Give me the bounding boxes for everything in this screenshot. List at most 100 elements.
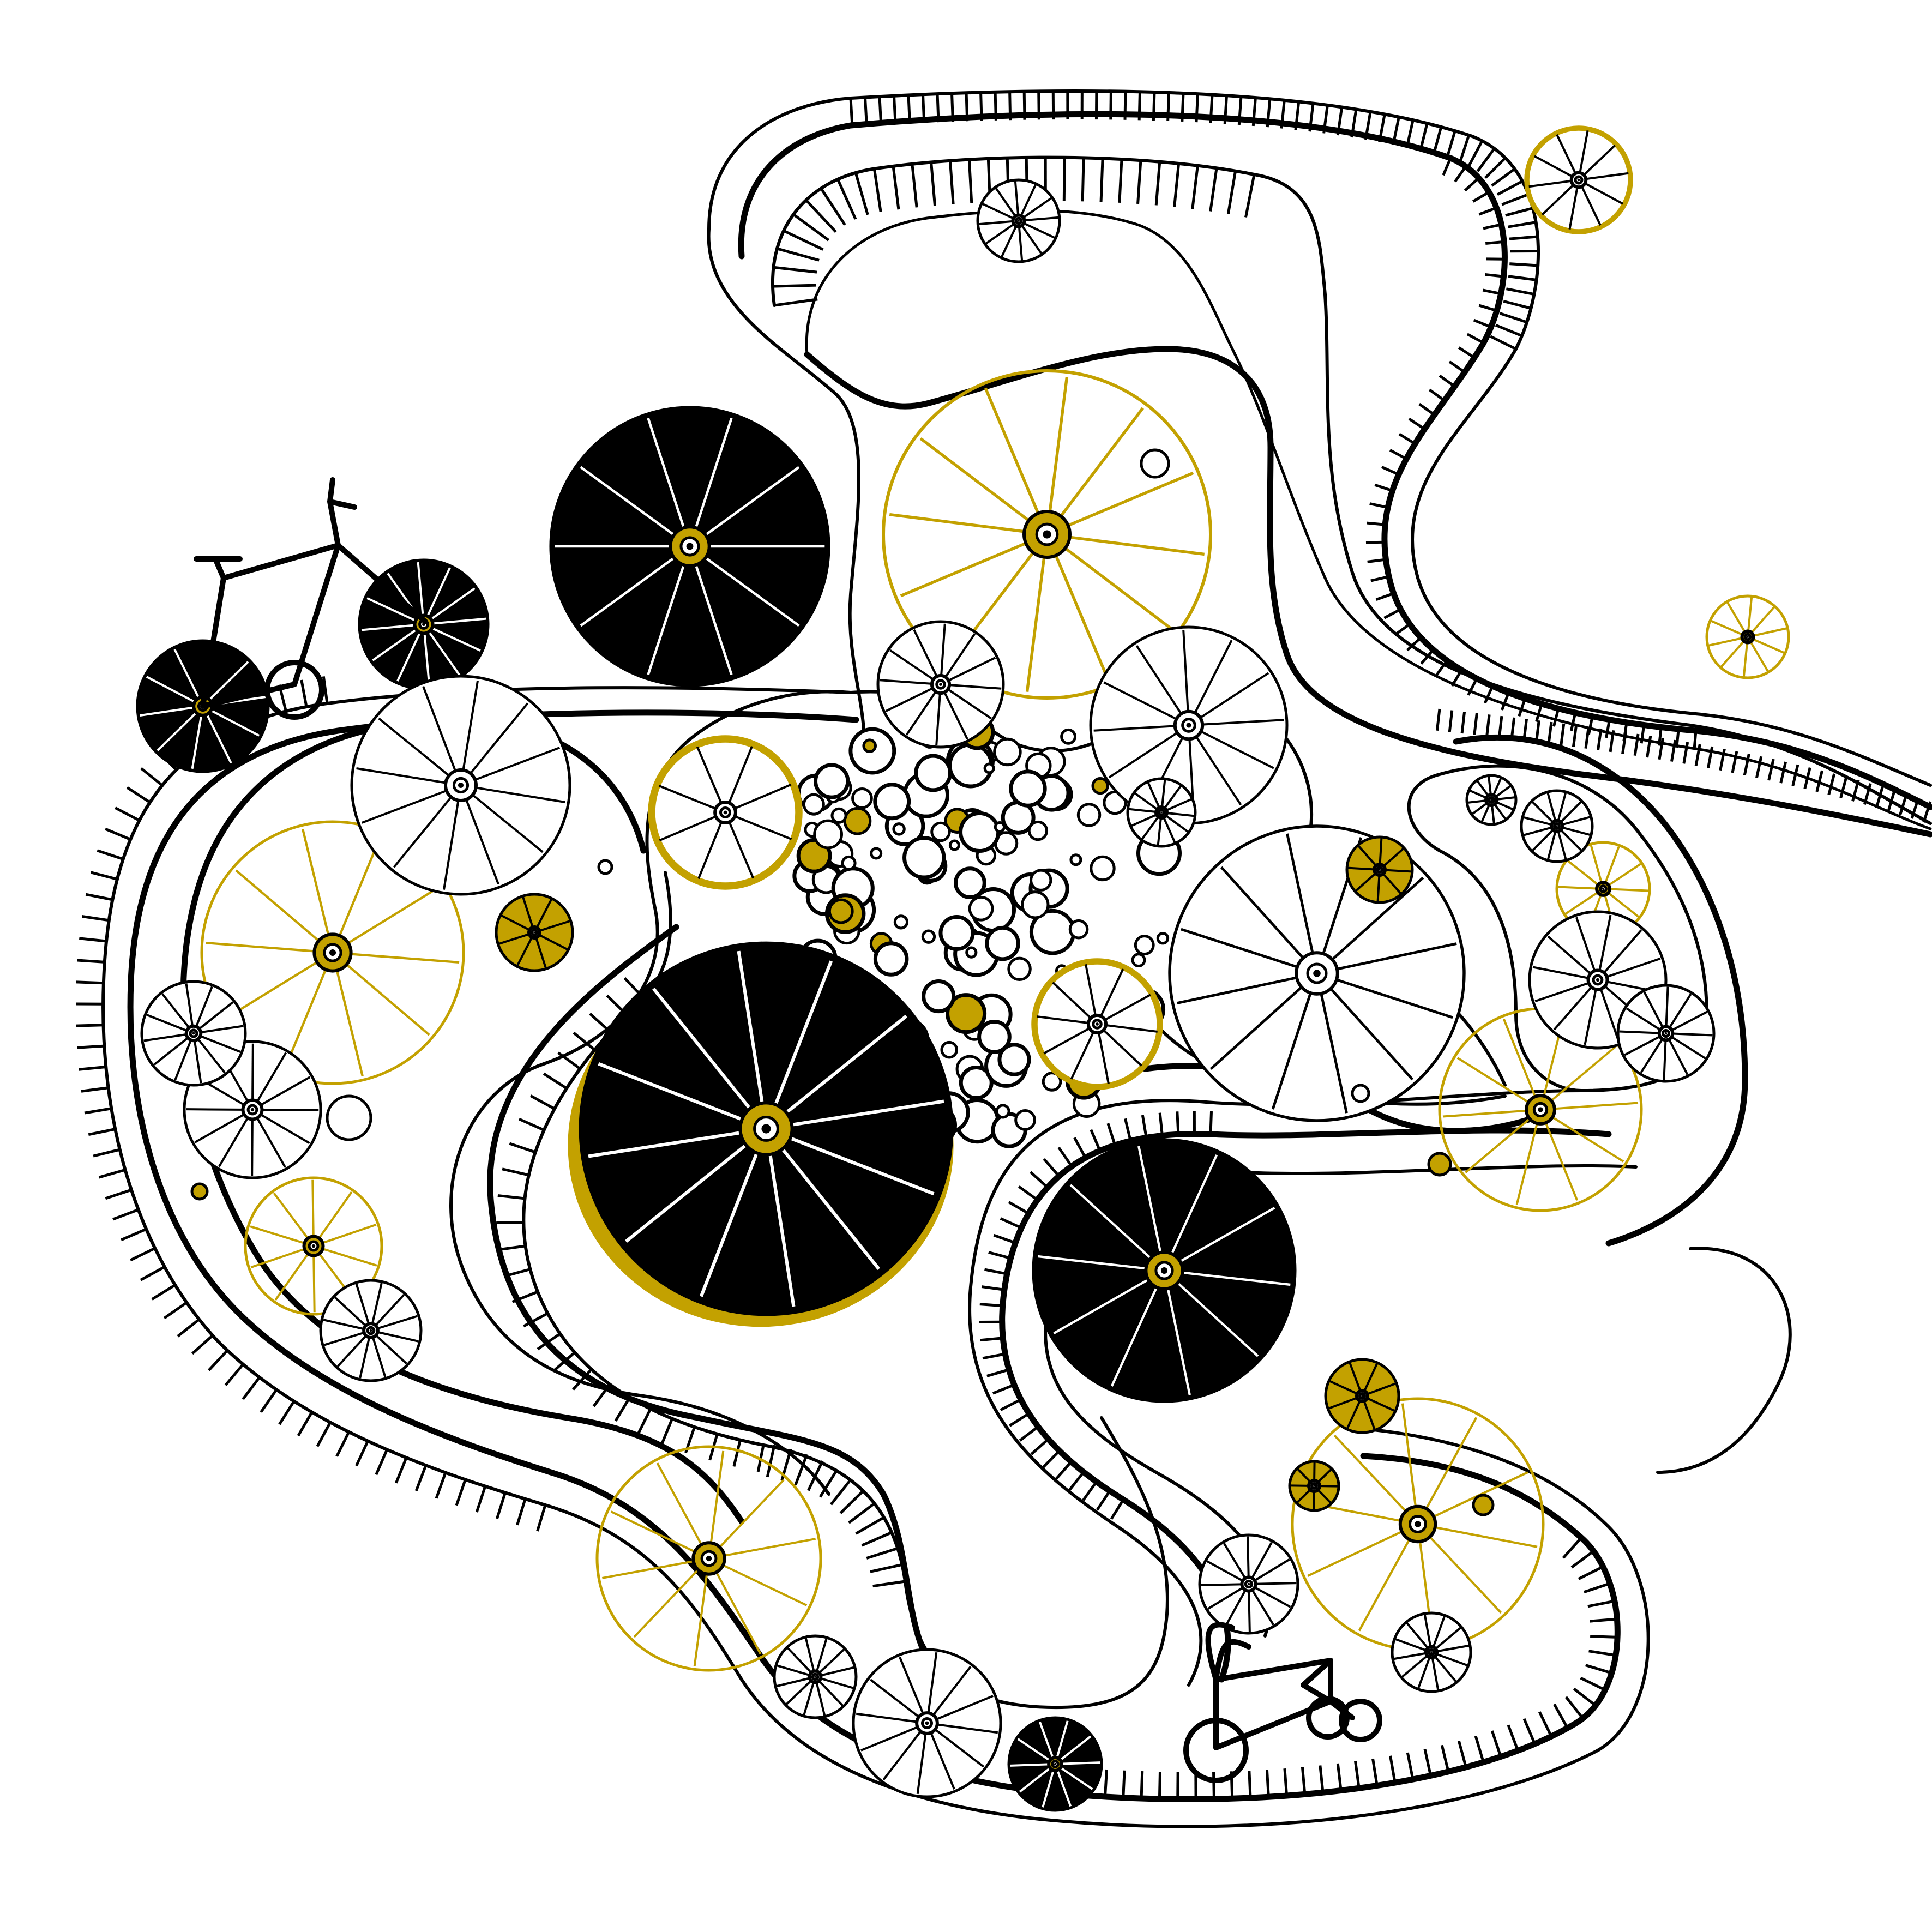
wheel-spoke — [1137, 1146, 1166, 1271]
ladder-right-snake-tie — [1501, 692, 1510, 711]
wheel-spoke — [1417, 1471, 1528, 1525]
wheel-spoke — [1316, 942, 1457, 975]
ladder-right-snake-tie — [1473, 318, 1492, 329]
ladder-left-inner-tie — [572, 1368, 593, 1391]
wheel-spoke — [652, 988, 768, 1130]
scatter-dot — [1351, 1084, 1370, 1103]
ladder-left-inner-tie — [592, 1383, 611, 1407]
wheel-spoke — [1465, 1109, 1542, 1173]
ladder-bottom-right-tie — [1423, 1748, 1432, 1776]
ladder-center-bottom-tie — [1068, 1471, 1085, 1491]
wheel-black-outline — [1089, 625, 1289, 825]
wheel-axle-dot — [925, 1721, 929, 1725]
bubble — [1069, 853, 1082, 866]
wheel-spoke — [1045, 407, 1145, 535]
ladder-right-tail-tie — [1621, 732, 1627, 754]
ladder-right-snake-tie — [1442, 158, 1452, 176]
bubble — [914, 754, 953, 792]
ladder-left-outer-tie — [112, 1208, 139, 1221]
road-line-3 — [805, 209, 1932, 830]
wheel-spoke — [900, 533, 1048, 598]
wheel-black-outline — [350, 675, 571, 896]
road-line-7 — [127, 709, 1621, 1803]
ladder-left-outer-tie — [455, 1479, 467, 1506]
road-line-4 — [707, 227, 866, 765]
ladder-center-bottom-tie — [1141, 1115, 1148, 1138]
wheel-spoke — [1358, 1524, 1419, 1632]
ladder-bottom-mid-tie — [794, 1454, 809, 1486]
ladder-top-outer-tie — [1166, 92, 1171, 122]
bubble — [843, 806, 872, 835]
wheel-spoke — [765, 1128, 881, 1270]
ladder-top-outer-tie — [1505, 207, 1533, 217]
ladder-left-outer-tie — [77, 1044, 105, 1049]
ladder-right-snake-tie — [1483, 685, 1494, 704]
bicycle-rear-wheel — [1306, 1696, 1350, 1740]
wheel-spoke — [1286, 833, 1319, 974]
wheel-spoke — [1333, 1434, 1419, 1525]
bubble — [993, 737, 1022, 767]
ladder-right-snake-tie — [1478, 206, 1497, 216]
ladder-right-tail-tie — [1731, 751, 1738, 773]
wheel-spoke — [1093, 724, 1189, 732]
ladder-center-bottom-tie — [979, 1303, 1003, 1308]
wheel-spoke — [984, 387, 1049, 535]
ladder-right-tail-tie — [1597, 728, 1603, 751]
ladder-bottom-right-tie — [1564, 1696, 1584, 1719]
ladder-center-bottom-tie — [1030, 1438, 1050, 1455]
ladder-right-snake-tie — [1439, 374, 1456, 388]
wheel-axle-dot — [1596, 978, 1600, 982]
wheel-axle-dot — [311, 1244, 316, 1248]
ladder-right-tail-tie — [1719, 748, 1726, 771]
ladder-top-inner-tie — [1136, 160, 1142, 204]
ladder-bottom-right-tie — [1474, 1735, 1485, 1763]
ladder-left-outer-tie — [115, 806, 140, 822]
ladder-left-inner-tie — [523, 1312, 549, 1328]
ladder-top-outer-tie — [1491, 167, 1516, 187]
ladder-right-snake-tie — [1398, 432, 1416, 445]
ladder-right-tail-tie — [1743, 753, 1750, 776]
wheel-axle-dot — [458, 782, 464, 789]
ladder-top-outer-tie — [1350, 109, 1358, 138]
ladder-top-outer-tie — [1364, 111, 1372, 140]
bubble — [851, 787, 873, 809]
wheel-spoke — [1182, 630, 1190, 726]
ladder-top-outer-tie — [922, 94, 926, 123]
ladder-left-inner-tie — [537, 1332, 561, 1351]
road-line-9 — [522, 871, 1169, 1709]
ladder-right-snake-tie — [1369, 502, 1388, 509]
ladder-top-outer-tie — [1280, 100, 1286, 129]
ladder-left-outer-tie — [208, 1349, 228, 1371]
ladder-right-tail-tie — [1485, 714, 1491, 737]
ladder-right-tail-tie — [1633, 733, 1640, 756]
ladder-top-inner-tie — [892, 166, 900, 210]
bubble — [1007, 956, 1032, 982]
ladder-right-tail-tie — [1803, 767, 1811, 790]
wheel-spoke — [708, 1450, 725, 1559]
road-line-10 — [487, 924, 952, 1688]
ladder-top-outer-tie — [1499, 312, 1527, 324]
road-line-17 — [449, 690, 852, 1496]
ladder-center-bottom-tie — [1018, 1185, 1038, 1201]
wheel-axle-dot — [1747, 636, 1749, 638]
ladder-right-snake-tie — [1675, 729, 1680, 748]
bubble — [995, 1104, 1010, 1119]
wheel-spoke — [1188, 640, 1233, 726]
wheel-spoke — [602, 1557, 709, 1579]
road-line-16 — [1656, 1247, 1792, 1474]
wheel-axle-dot — [939, 683, 942, 686]
ladder-center-bottom-tie — [1000, 1217, 1022, 1230]
ladder-bottom-mid-tie — [866, 1546, 899, 1560]
wheel-spoke — [1502, 1018, 1542, 1110]
scatter-dot — [1427, 1152, 1452, 1177]
bubble — [983, 762, 995, 774]
bubble — [1134, 935, 1155, 956]
wheel-spoke — [765, 960, 833, 1130]
wheel-spoke — [1539, 1109, 1579, 1201]
ladder-left-outer-tie — [76, 1024, 104, 1027]
wheel-spoke — [356, 767, 461, 786]
wheel-spoke — [224, 952, 334, 1020]
wheel-axle-dot — [1313, 1485, 1315, 1487]
ladder-left-inner-tie — [732, 1440, 742, 1467]
ladder-top-outer-tie — [1503, 299, 1532, 310]
